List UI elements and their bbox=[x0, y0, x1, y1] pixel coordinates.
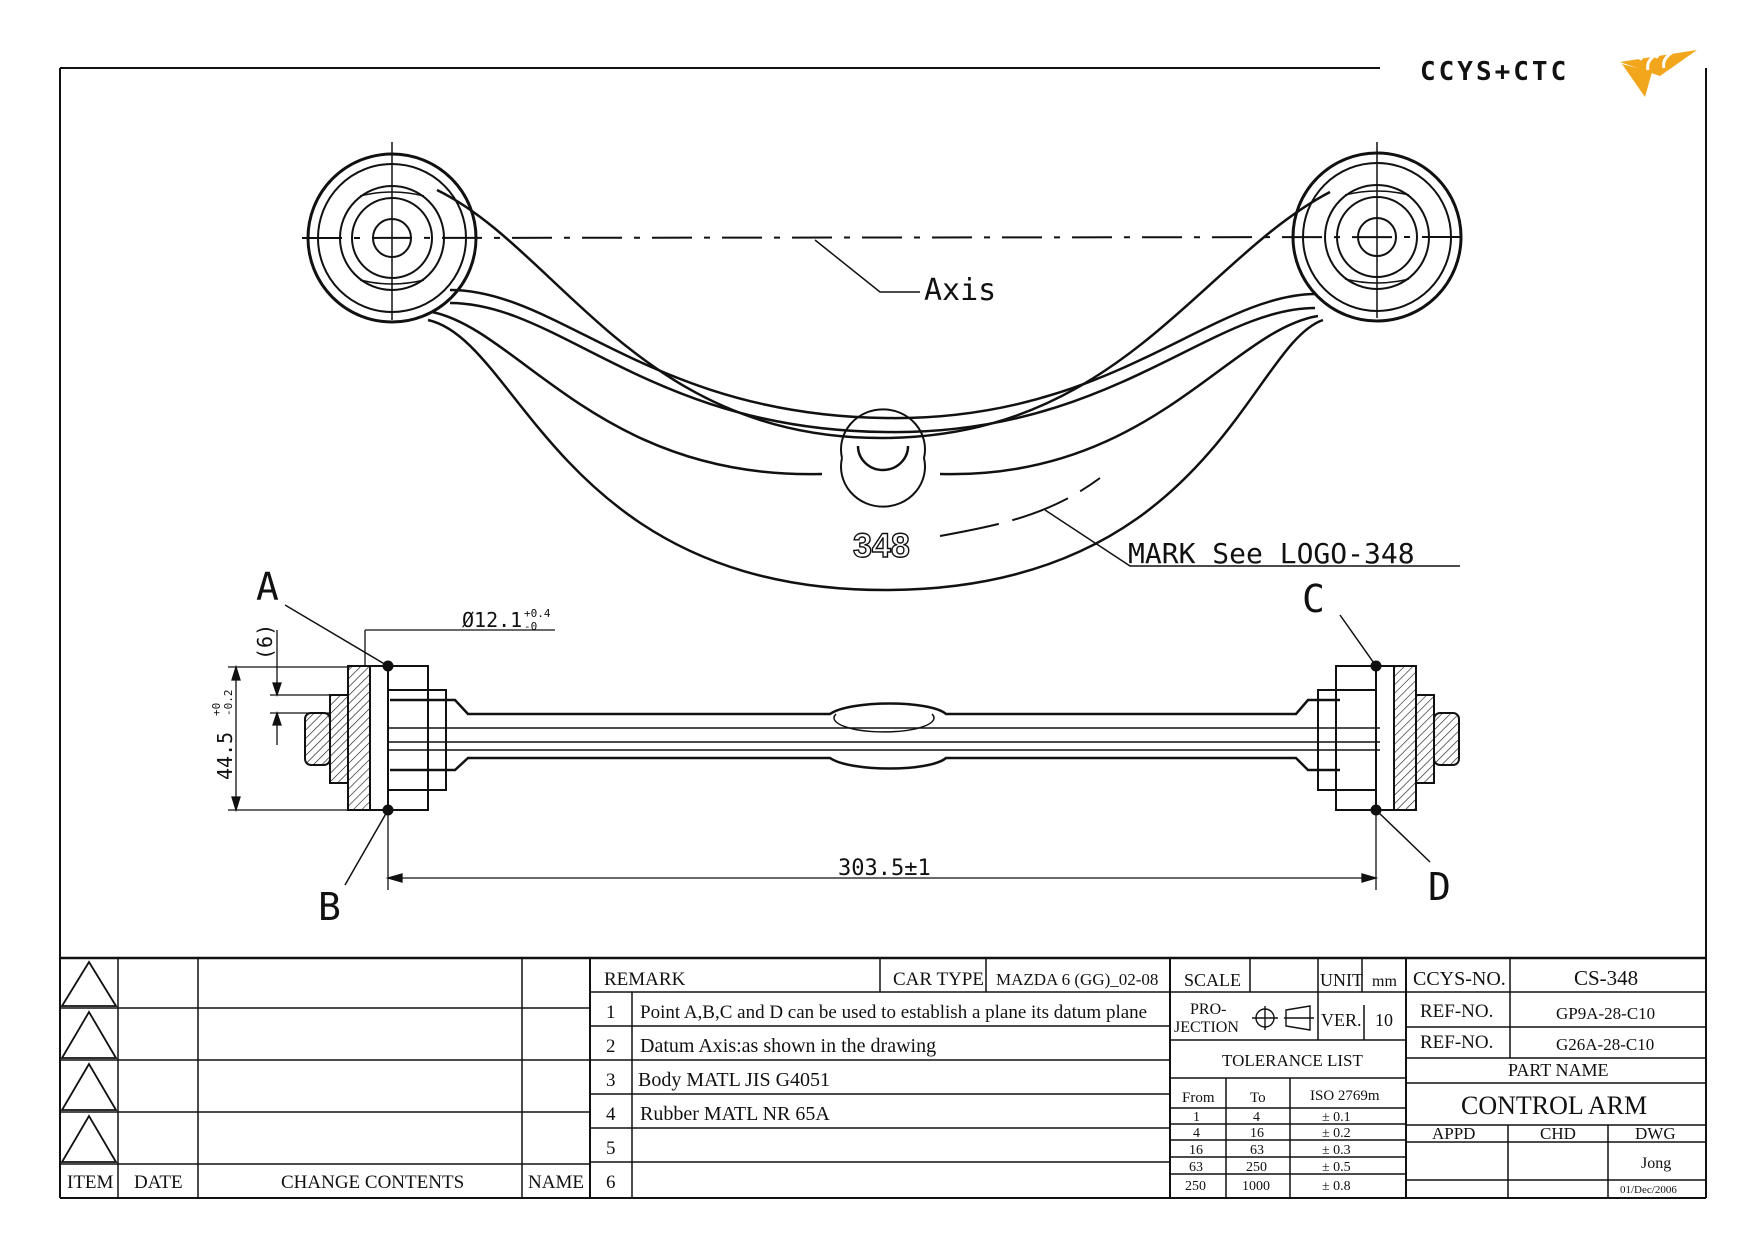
remark-text-2: Datum Axis:as shown in the drawing bbox=[640, 1035, 936, 1057]
ref-no-label-1: REF-NO. bbox=[1420, 1001, 1493, 1022]
tol-row-3-to: 63 bbox=[1250, 1143, 1264, 1158]
remark-num-1: 1 bbox=[606, 1002, 616, 1023]
tol-row-2-tol: ± 0.2 bbox=[1322, 1126, 1351, 1141]
right-bushing bbox=[1291, 142, 1463, 323]
arm-body bbox=[427, 188, 1331, 592]
logo-text: CCYS+CTC bbox=[1420, 57, 1569, 87]
dim-diameter-tol-upper: +0.4 bbox=[524, 607, 551, 620]
tol-row-5-from: 250 bbox=[1185, 1179, 1206, 1194]
ccys-no-value: CS-348 bbox=[1574, 966, 1638, 990]
company-logo: CCYS+CTC bbox=[1420, 50, 1697, 97]
ver-label: VER. bbox=[1321, 1010, 1362, 1030]
projection-label-1: PRO- bbox=[1190, 1001, 1226, 1018]
dim-width: 44.5 bbox=[213, 732, 237, 780]
mark-arc bbox=[939, 477, 1101, 537]
dim-diameter: Ø12.1 bbox=[462, 608, 522, 632]
logo-mark-icon bbox=[1620, 50, 1697, 97]
rev-header-item: ITEM bbox=[67, 1172, 114, 1193]
dwg-name: Jong bbox=[1641, 1155, 1671, 1172]
tol-row-2-from: 4 bbox=[1193, 1126, 1200, 1141]
tol-row-1-tol: ± 0.1 bbox=[1322, 1110, 1351, 1125]
ref-no-label-2: REF-NO. bbox=[1420, 1032, 1493, 1053]
part-name-label: PART NAME bbox=[1508, 1060, 1608, 1080]
ref-no-value-1: GP9A-28-C10 bbox=[1556, 1004, 1655, 1023]
point-b-label: B bbox=[318, 885, 341, 929]
projection-label-2: JECTION bbox=[1174, 1019, 1239, 1036]
remark-text-1: Point A,B,C and D can be used to establi… bbox=[640, 1002, 1147, 1023]
unit-value: mm bbox=[1372, 973, 1397, 990]
drawing-frame bbox=[59, 67, 1707, 1199]
remark-text-3: Body MATL JIS G4051 bbox=[638, 1069, 830, 1091]
remark-num-6: 6 bbox=[606, 1172, 616, 1193]
tol-header-from: From bbox=[1182, 1090, 1215, 1106]
right-end-side bbox=[1317, 665, 1460, 811]
dim-width-tol-lower: -0.2 bbox=[222, 690, 235, 717]
rev-header-name: NAME bbox=[528, 1172, 584, 1193]
mark-leader bbox=[1044, 509, 1460, 567]
tol-row-4-from: 63 bbox=[1189, 1160, 1203, 1175]
dim-width-tol-upper: +0 bbox=[210, 703, 223, 716]
projection-symbol-icon bbox=[1252, 1005, 1314, 1031]
side-bar bbox=[388, 698, 1380, 772]
tol-header-to: To bbox=[1250, 1090, 1266, 1106]
tol-row-5-tol: ± 0.8 bbox=[1322, 1179, 1351, 1194]
remark-num-5: 5 bbox=[606, 1138, 616, 1159]
tol-row-2-to: 16 bbox=[1250, 1126, 1264, 1141]
revision-triangle-icons bbox=[60, 960, 118, 1163]
dim-diameter-tol-lower: -0 bbox=[524, 620, 537, 633]
chd-label: CHD bbox=[1540, 1124, 1576, 1143]
left-bushing bbox=[306, 142, 478, 324]
point-c-label: C bbox=[1302, 577, 1325, 621]
tol-row-4-tol: ± 0.5 bbox=[1322, 1160, 1351, 1175]
part-name-value: CONTROL ARM bbox=[1461, 1091, 1647, 1120]
remark-text-4: Rubber MATL NR 65A bbox=[640, 1103, 830, 1125]
ver-value: 10 bbox=[1375, 1010, 1393, 1030]
remark-num-3: 3 bbox=[606, 1070, 616, 1091]
tol-row-1-to: 4 bbox=[1253, 1110, 1260, 1125]
tol-row-3-from: 16 bbox=[1189, 1143, 1203, 1158]
dwg-label: DWG bbox=[1635, 1124, 1676, 1143]
dimension-lines bbox=[228, 629, 1379, 890]
title-block-grid bbox=[60, 956, 1706, 1198]
control-arm-top-view bbox=[301, 142, 1469, 592]
ccys-no-label: CCYS-NO. bbox=[1413, 968, 1506, 990]
scale-label: SCALE bbox=[1184, 970, 1241, 990]
axis-leader bbox=[814, 239, 920, 293]
mark-number: 348 bbox=[853, 527, 910, 565]
datum-axis-line bbox=[301, 236, 1469, 239]
rev-header-date: DATE bbox=[134, 1172, 183, 1193]
axis-label: Axis bbox=[924, 273, 996, 308]
dim-offset: (6) bbox=[253, 624, 277, 660]
remark-title: REMARK bbox=[604, 969, 686, 990]
appd-label: APPD bbox=[1432, 1124, 1475, 1143]
ref-no-value-2: G26A-28-C10 bbox=[1556, 1035, 1654, 1054]
left-end-side bbox=[304, 665, 447, 811]
mark-label: MARK See LOGO-348 bbox=[1128, 537, 1415, 570]
tolerance-title: TOLERANCE LIST bbox=[1222, 1051, 1363, 1070]
dwg-date: 01/Dec/2006 bbox=[1620, 1184, 1677, 1196]
dim-length: 303.5±1 bbox=[838, 856, 931, 881]
control-arm-side-view bbox=[228, 604, 1460, 890]
tol-header-iso: ISO 2769m bbox=[1310, 1088, 1380, 1104]
remark-num-2: 2 bbox=[606, 1036, 616, 1057]
unit-label: UNIT bbox=[1320, 970, 1363, 990]
tol-row-3-tol: ± 0.3 bbox=[1322, 1143, 1351, 1158]
tol-row-4-to: 250 bbox=[1246, 1160, 1267, 1175]
point-a-label: A bbox=[256, 565, 279, 609]
remark-num-4: 4 bbox=[606, 1104, 616, 1125]
car-type-value: MAZDA 6 (GG)_02-08 bbox=[996, 970, 1158, 989]
tol-row-5-to: 1000 bbox=[1242, 1179, 1270, 1194]
car-type-label: CAR TYPE bbox=[893, 969, 984, 990]
rev-header-change: CHANGE CONTENTS bbox=[281, 1172, 464, 1193]
tol-row-1-from: 1 bbox=[1193, 1110, 1200, 1125]
point-d-label: D bbox=[1428, 865, 1451, 909]
